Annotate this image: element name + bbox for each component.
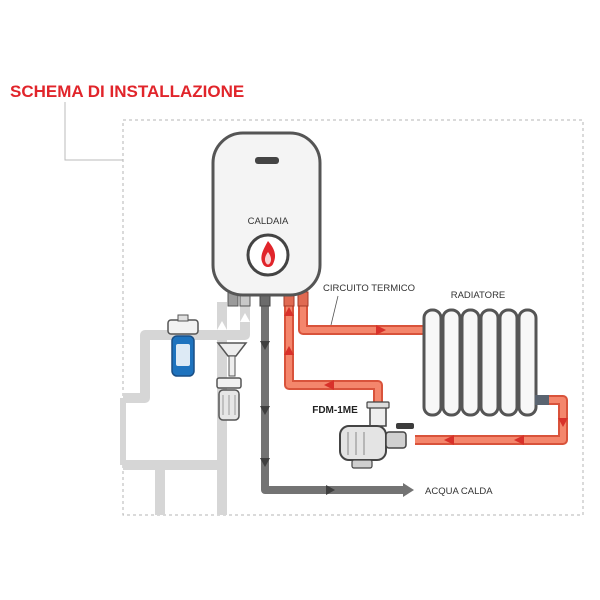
boiler-display-slot: [255, 157, 279, 164]
boiler-label: CALDAIA: [248, 216, 289, 227]
title-leader-line: [64, 102, 123, 161]
radiator-label: RADIATORE: [451, 290, 506, 301]
hot-water-pipe: [261, 300, 405, 494]
cold-water-pipes: [120, 300, 250, 515]
heating-arrow-right-icon: [376, 325, 386, 335]
flame-core-icon: [264, 252, 272, 265]
hot-water-arrow-head-icon: [403, 483, 414, 497]
heating-arrow-down-icon: [558, 418, 568, 427]
hot-water-arrow-right-icon: [326, 485, 335, 495]
hot-water-arrow-down-icon: [260, 341, 270, 350]
installation-frame: [122, 119, 584, 516]
heating-supply-outline: [298, 300, 424, 335]
cold-arrow-up-icon: [240, 313, 250, 322]
cold-arrow-up-icon: [217, 321, 227, 330]
heating-arrow-left-icon: [444, 435, 454, 445]
diagram-title: SCHEMA DI INSTALLAZIONE: [10, 82, 244, 101]
radiator-icon: [422, 308, 549, 417]
filter-label: FDM-1ME: [312, 405, 358, 416]
heating-arrow-left-icon: [324, 380, 334, 390]
boiler-connectors: [227, 291, 309, 307]
heating-arrow-up-icon: [284, 307, 294, 316]
cartridge-filter-icon: [167, 314, 199, 377]
dosing-filter-icon: [216, 342, 248, 421]
hot-water-arrow-down-icon: [260, 458, 270, 467]
magnetic-filter-icon: [339, 401, 414, 469]
hot-water-arrow-down-icon: [260, 406, 270, 415]
circuit-label: CIRCUITO TERMICO: [323, 283, 415, 294]
cold-pipe-upper: [123, 300, 250, 403]
hot-water-label: ACQUA CALDA: [425, 486, 493, 497]
boiler-body: [211, 131, 322, 297]
heating-arrow-left-icon: [514, 435, 524, 445]
circuit-leader-line: [330, 295, 339, 326]
heating-arrow-up-icon: [284, 346, 294, 355]
